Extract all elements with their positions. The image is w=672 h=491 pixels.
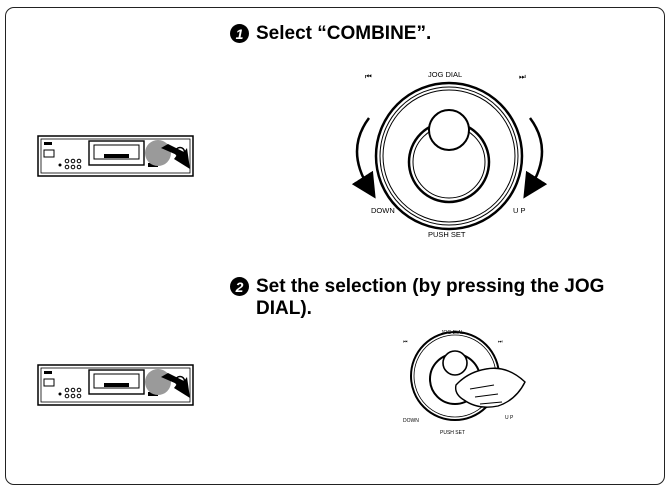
step-2-text: Set the selection (by pressing the JOG D… <box>256 276 605 319</box>
jog-dial-down-label: DOWN <box>371 206 395 215</box>
step-2: 2 Set the selection (by pressing the JOG… <box>230 276 660 320</box>
instruction-panel <box>5 7 665 485</box>
small-dial-up-label: U P <box>505 415 514 421</box>
jog-dial-up-label: U P <box>513 206 526 215</box>
jog-dial-title-label: JOG DIAL <box>428 70 463 79</box>
jog-dial-prev-icon: ⏮ <box>365 72 372 81</box>
small-dial-prev-icon: ⏮ <box>403 339 408 345</box>
small-dial-next-icon: ⏭ <box>498 339 503 345</box>
step-1: 1 Select “COMBINE”. <box>230 23 431 45</box>
jog-dial-next-icon: ⏭ <box>519 72 526 81</box>
step-2-number: 2 <box>230 277 249 296</box>
small-dial-down-label: DOWN <box>403 418 419 424</box>
step-1-number: 1 <box>230 24 249 43</box>
step-1-text: Select “COMBINE”. <box>256 23 432 44</box>
jog-dial-push-set-label: PUSH SET <box>428 230 466 239</box>
small-dial-push-set-label: PUSH SET <box>440 430 466 436</box>
small-dial-title-label: JOG DIAL <box>441 330 464 336</box>
